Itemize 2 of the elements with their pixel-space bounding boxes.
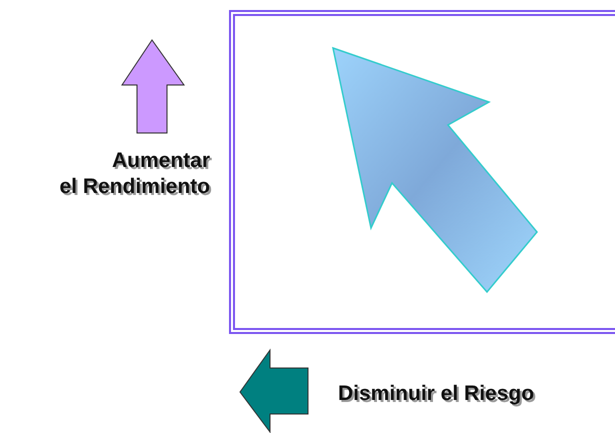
caption-text: Disminuir el Riesgo <box>338 381 534 407</box>
caption-text: Aumentar el Rendimiento <box>58 148 210 200</box>
